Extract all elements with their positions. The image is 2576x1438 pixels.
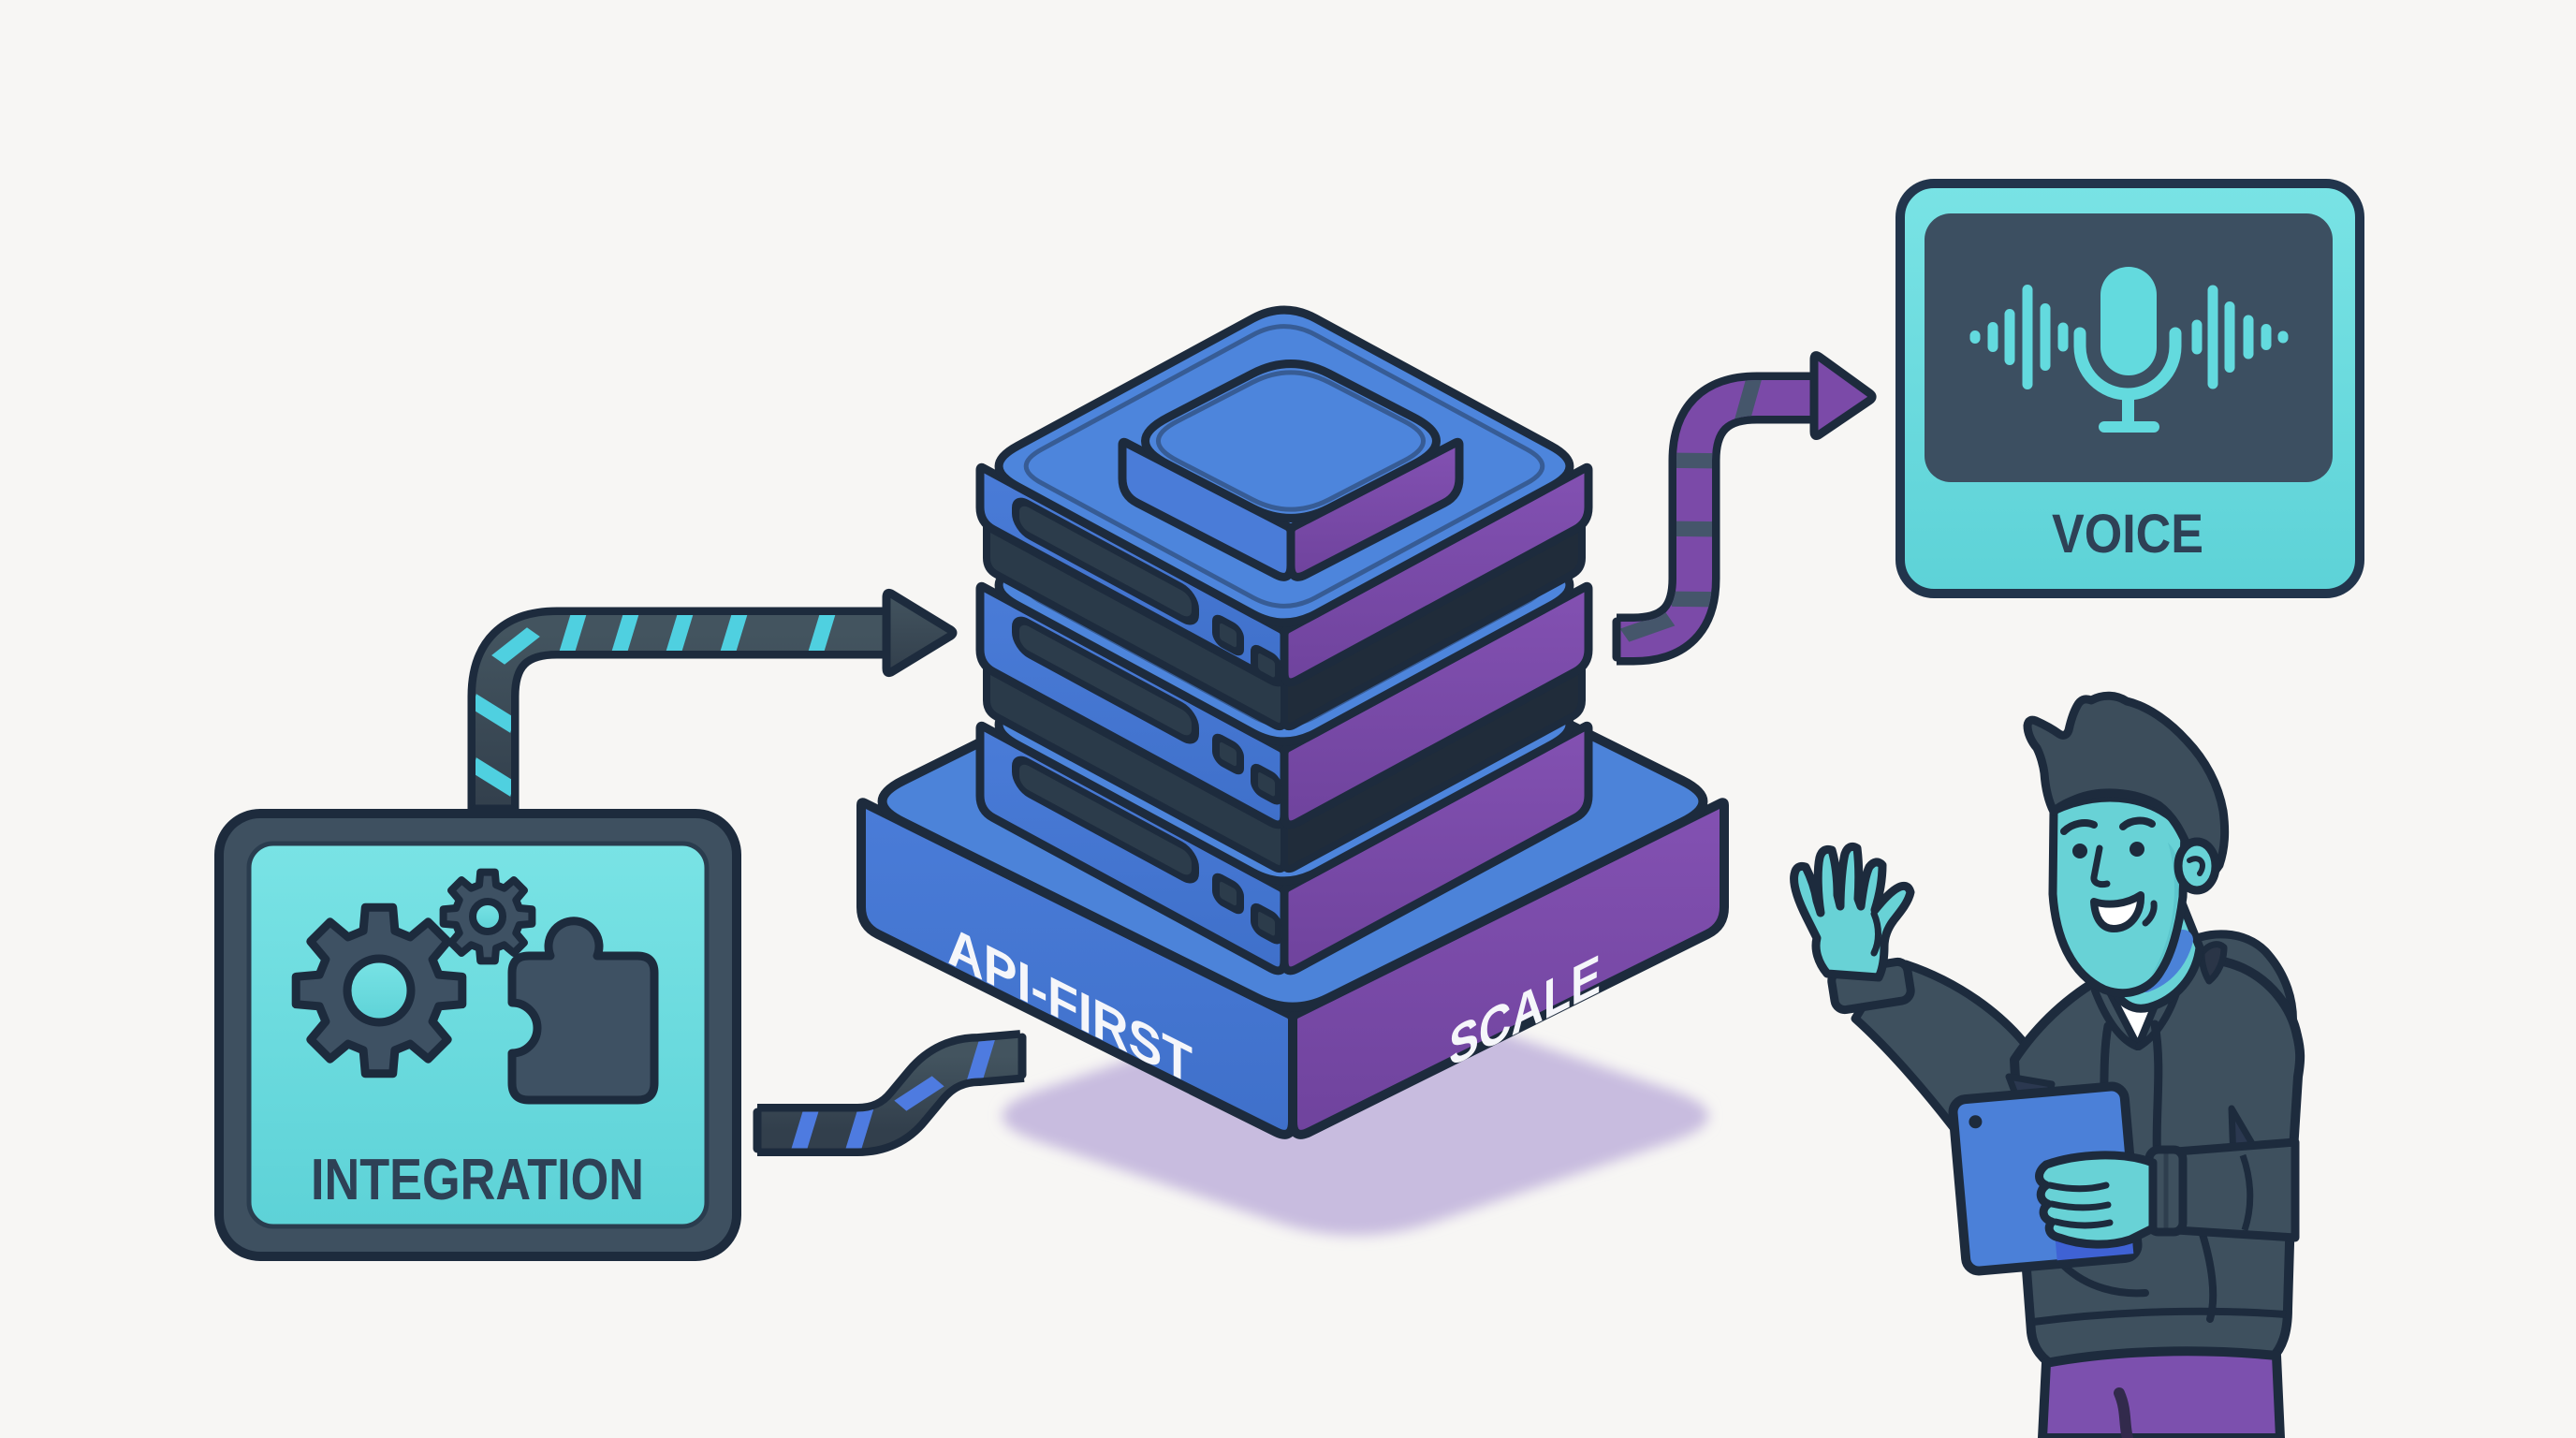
svg-text:INTEGRATION: INTEGRATION: [311, 1148, 644, 1212]
svg-text:VOICE: VOICE: [2052, 504, 2203, 565]
